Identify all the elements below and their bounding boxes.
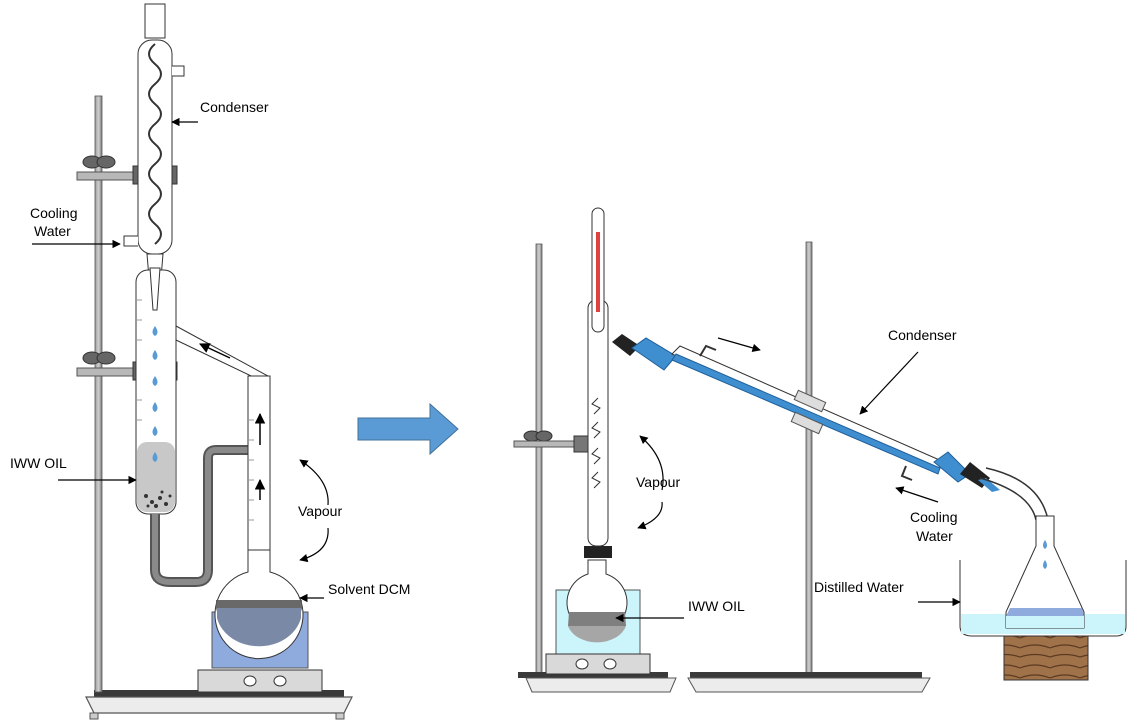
- right-arrow-icon: [357, 402, 459, 456]
- fractionating-column: [587, 207, 609, 547]
- distillation-apparatus: Condenser Vapour Cooling Water Distilled…: [513, 207, 1127, 693]
- right-heating-bath: [545, 546, 651, 675]
- soxhlet-extractor: [135, 267, 271, 587]
- right-vapour-label: Vapour: [636, 474, 680, 490]
- left-condenser: [123, 3, 185, 291]
- left-condenser-label: Condenser: [200, 99, 269, 115]
- water-drop-icon: [152, 326, 158, 462]
- receiving-bath: [959, 515, 1127, 681]
- wood-block: [1003, 635, 1089, 681]
- right-stand-2: [687, 241, 931, 693]
- distilled-water-label: Distilled Water: [814, 579, 904, 595]
- left-stand-rod: [94, 95, 103, 693]
- left-iww-oil-label: IWW OIL: [10, 455, 67, 471]
- left-vapour-label: Vapour: [298, 503, 342, 519]
- right-condenser: [612, 334, 1049, 521]
- solvent-dcm-label: Solvent DCM: [328, 581, 410, 597]
- right-cooling-water-label-2: Water: [916, 528, 953, 544]
- soxhlet-apparatus: Condenser Cooling Water IWW OIL Vapour S…: [10, 3, 410, 720]
- left-stand-base: [85, 690, 353, 720]
- water-drop-icon: [1043, 540, 1047, 569]
- left-cooling-water-label-1: Cooling: [30, 205, 77, 221]
- left-cooling-water-label-2: Water: [34, 223, 71, 239]
- right-iww-oil-label: IWW OIL: [688, 598, 745, 614]
- right-condenser-label: Condenser: [888, 327, 957, 343]
- left-heating-bath: [197, 549, 323, 693]
- right-cooling-water-label-1: Cooling: [910, 509, 957, 525]
